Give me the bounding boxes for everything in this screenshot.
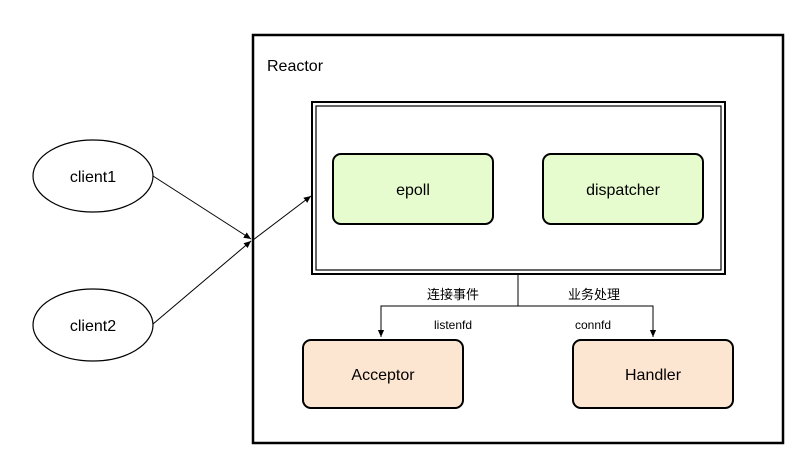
acceptor-label: Acceptor	[351, 367, 415, 384]
handler-label: Handler	[625, 367, 682, 384]
epoll-label: epoll	[396, 182, 430, 199]
reactor-title: Reactor	[267, 58, 324, 75]
handler-node: Handler	[572, 339, 734, 409]
business-process-label: 业务处理	[568, 287, 620, 302]
epoll-node: epoll	[332, 153, 494, 225]
client1-arrow	[152, 175, 252, 240]
client2-arrow	[152, 240, 252, 325]
dispatcher-label: dispatcher	[586, 182, 660, 199]
client2-node: client2	[32, 288, 154, 362]
connfd-label: connfd	[575, 318, 611, 332]
listenfd-label: listenfd	[434, 318, 472, 332]
connect-event-label: 连接事件	[427, 287, 479, 302]
client1-node: client1	[32, 139, 154, 213]
client1-label: client1	[70, 169, 116, 186]
dispatch-connectors	[377, 274, 657, 337]
reactor-entry-arrow	[252, 195, 312, 241]
acceptor-node: Acceptor	[302, 339, 464, 409]
dispatcher-node: dispatcher	[542, 153, 704, 225]
client2-label: client2	[70, 318, 116, 335]
